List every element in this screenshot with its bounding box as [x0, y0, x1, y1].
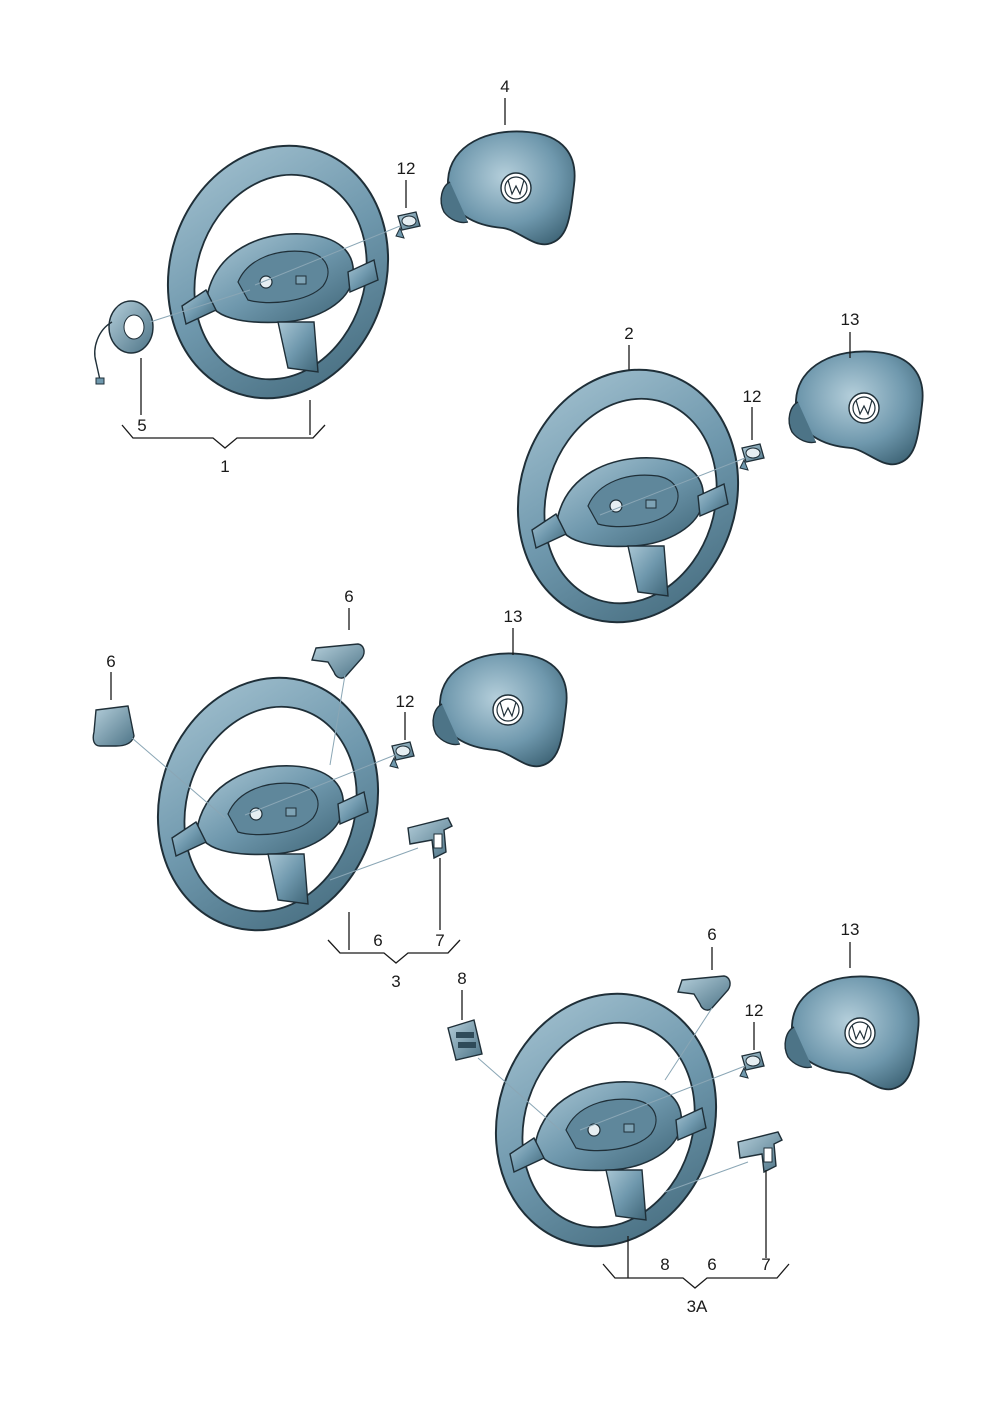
switch-panel-icon[interactable] — [447, 1019, 483, 1061]
group-2: 2 13 12 — [484, 310, 924, 653]
group-4: 6 13 8 12 8 6 7 3A — [447, 920, 920, 1316]
airbag-module-icon[interactable] — [788, 350, 924, 466]
callout-8: 8 — [457, 969, 466, 988]
callout-6: 6 — [707, 1255, 716, 1274]
callout-12: 12 — [397, 159, 416, 178]
steering-wheel-icon[interactable] — [124, 647, 412, 961]
callout-6: 6 — [707, 925, 716, 944]
switch-panel-icon[interactable] — [407, 817, 453, 859]
clock-spring-icon[interactable] — [94, 300, 154, 385]
callout-13: 13 — [841, 310, 860, 329]
callout-13: 13 — [841, 920, 860, 939]
trim-cover-icon[interactable] — [311, 643, 365, 679]
callout-5: 5 — [137, 416, 146, 435]
group-1: 4 12 5 1 — [94, 77, 576, 476]
switch-panel-icon[interactable] — [737, 1131, 783, 1173]
bolt-icon[interactable] — [739, 1051, 765, 1079]
callout-12: 12 — [745, 1001, 764, 1020]
callout-4: 4 — [500, 77, 509, 96]
steering-wheel-icon[interactable] — [484, 339, 772, 653]
callout-7: 7 — [435, 931, 444, 950]
trim-cover-icon[interactable] — [677, 975, 731, 1011]
airbag-module-icon[interactable] — [784, 975, 920, 1091]
steering-wheel-icon[interactable] — [134, 115, 422, 429]
trim-cover-icon[interactable] — [92, 705, 135, 747]
airbag-module-icon[interactable] — [432, 652, 568, 768]
callout-13: 13 — [504, 607, 523, 626]
callout-6: 6 — [344, 587, 353, 606]
callout-1: 1 — [220, 457, 229, 476]
callout-8: 8 — [660, 1255, 669, 1274]
bolt-icon[interactable] — [389, 741, 415, 769]
group-3: 6 6 13 12 6 7 3 — [92, 587, 568, 991]
callout-6: 6 — [373, 931, 382, 950]
callout-7: 7 — [761, 1255, 770, 1274]
callout-3a: 3A — [687, 1297, 708, 1316]
callout-2: 2 — [624, 324, 633, 343]
callout-3: 3 — [391, 972, 400, 991]
callout-12: 12 — [743, 387, 762, 406]
callout-6: 6 — [106, 652, 115, 671]
airbag-module-icon[interactable] — [440, 130, 576, 246]
bolt-icon[interactable] — [395, 211, 421, 239]
bolt-icon[interactable] — [739, 443, 765, 471]
callout-12: 12 — [396, 692, 415, 711]
